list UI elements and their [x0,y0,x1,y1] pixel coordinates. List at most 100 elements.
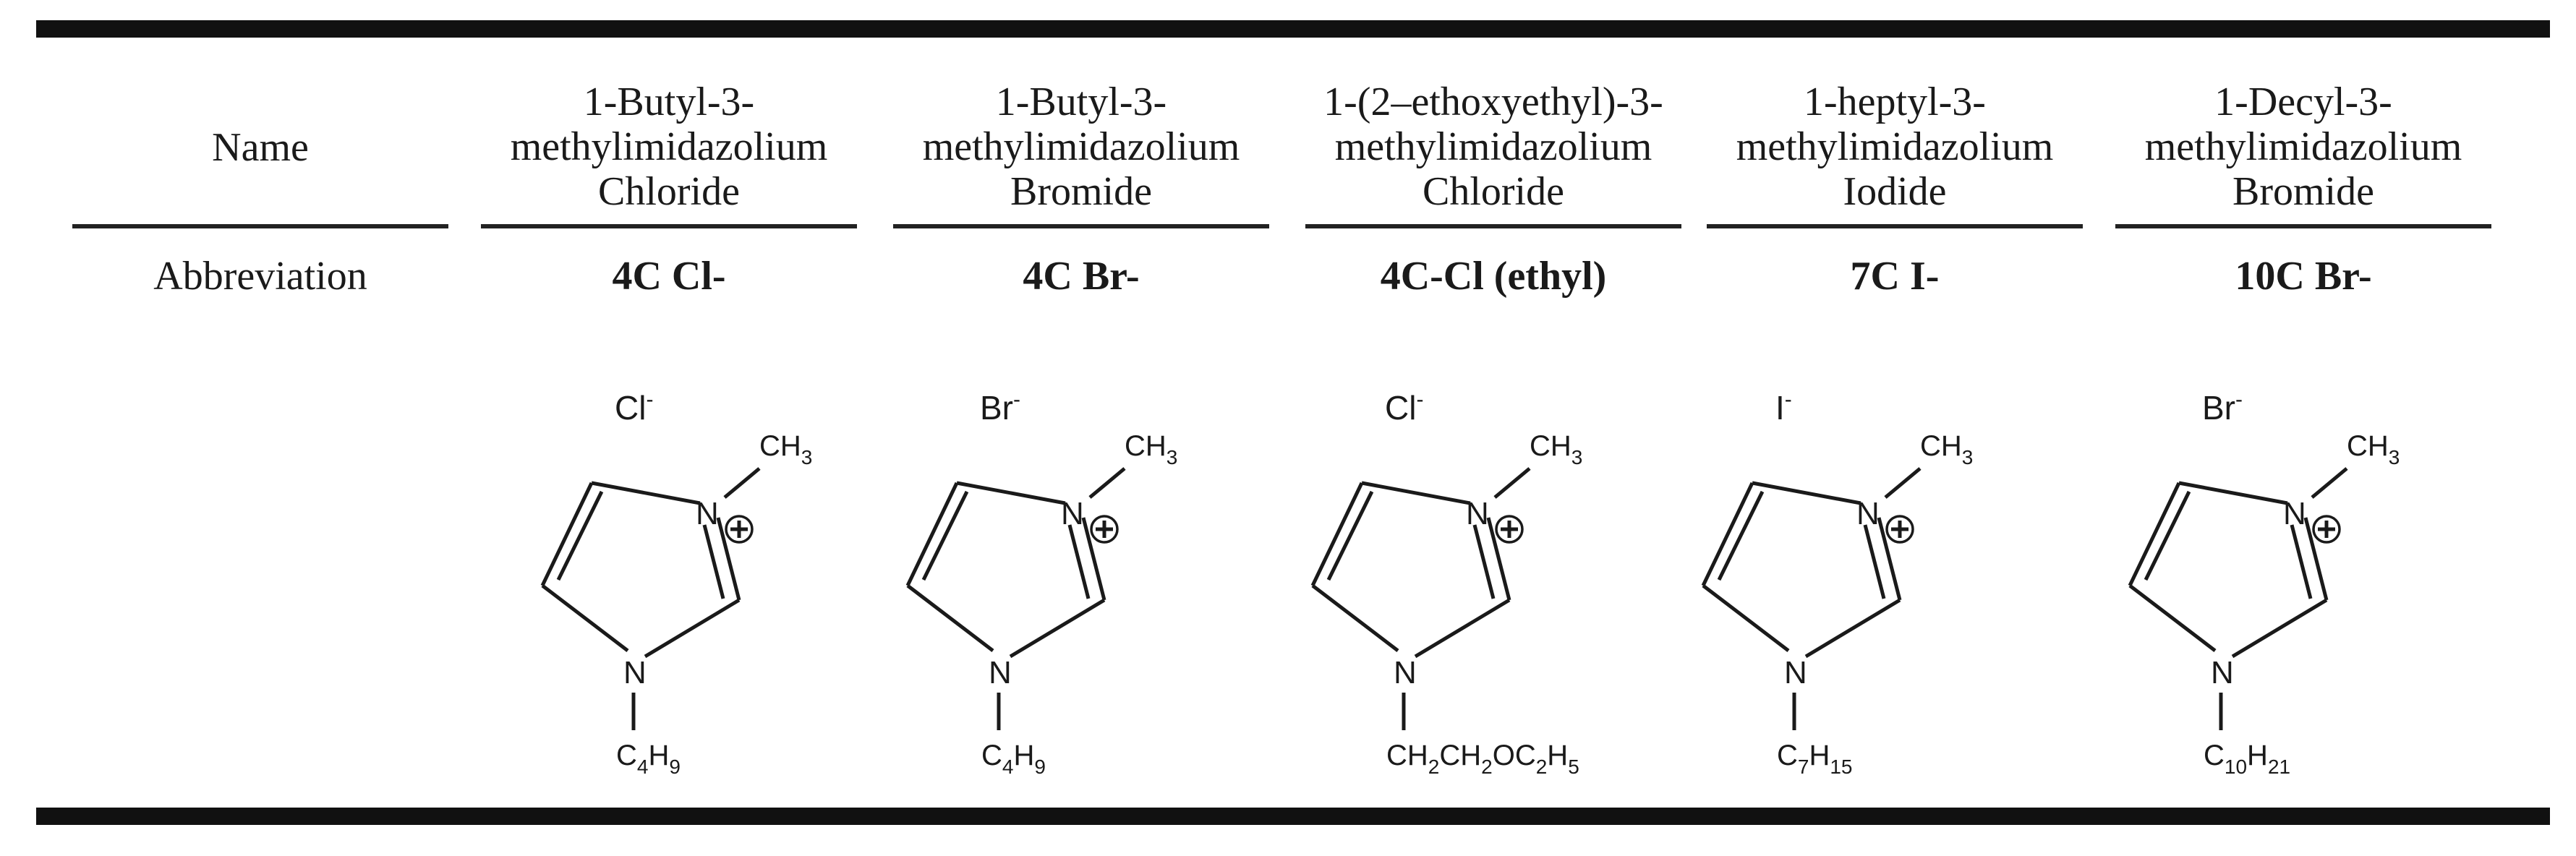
header-rule-col-5 [2115,224,2491,228]
bond-c4-c5-double [556,490,604,581]
bond-n3-methyl [723,467,761,499]
substituent-label: C10H21 [2204,740,2290,778]
bond-c4-c5-double [1717,490,1765,581]
header-rule-col-1 [481,224,857,228]
header-rule-col-2 [893,224,1269,228]
table-bottom-rule [36,808,2550,825]
positive-charge-icon [1090,515,1119,544]
name-line: methylimidazolium [1334,124,1652,169]
nitrogen-3-label: N [1466,496,1489,531]
bond-c4-c5-double [921,490,969,581]
bond-n3-c2 [2303,517,2329,601]
bond-n1-c4 [2128,584,2217,652]
substituent-label: C4H9 [981,740,1046,778]
nitrogen-1-label: N [1784,655,1807,690]
bond-n3-c2-double [1863,524,1886,599]
bond-n3-c2-double [1472,524,1496,599]
compound-name-4: 1-heptyl-3- methylimidazolium Iodide [1692,72,2097,221]
name-line: Chloride [598,168,740,214]
bond-n3-methyl [2311,467,2348,499]
bond-n3-c2 [1877,517,1902,601]
bond-n3-methyl [1493,467,1531,499]
anion-label: Br- [980,388,1020,427]
bond-c2-n1 [1009,598,1106,659]
bond-c4-c5 [905,482,959,587]
bond-c2-n1 [2231,598,2328,659]
positive-charge-icon [1885,515,1914,544]
bond-c5-n3 [956,481,1066,505]
abbreviation-2: 4C Br- [1023,254,1140,299]
header-rule-col-3 [1305,224,1681,228]
name-line: 1-Butyl-3- [995,79,1167,124]
name-line: methylimidazolium [2144,124,2462,169]
bond-n3-methyl [1088,467,1126,499]
bond-n3-c2 [716,517,741,601]
abbreviation-4: 7C I- [1850,254,1940,299]
header-rule-col-4 [1707,224,2083,228]
nitrogen-1-label: N [1394,655,1417,690]
compound-name-5: 1-Decyl-3- methylimidazolium Bromide [2101,72,2506,221]
name-line: 1-heptyl-3- [1804,79,1986,124]
name-line: Bromide [2232,168,2374,214]
bond-c4-c5 [1310,482,1364,587]
nitrogen-3-label: N [1856,496,1880,531]
substituent-label: CH2CH2OC2H5 [1386,740,1579,778]
name-line: Bromide [1010,168,1152,214]
bond-c5-n3 [591,481,701,505]
name-line: methylimidazolium [510,124,828,169]
bond-n3-c2-double [1067,524,1091,599]
anion-label: Br- [2202,388,2243,427]
anion-label: I- [1775,388,1792,427]
methyl-label: CH3 [1920,430,1973,468]
name-line: methylimidazolium [922,124,1240,169]
compound-name-3: 1-(2–ethoxyethyl)-3- methylimidazolium C… [1284,72,1703,221]
bond-n1-c4 [906,584,994,652]
compound-name-1: 1-Butyl-3- methylimidazolium Chloride [466,72,871,221]
bond-n1-c4 [1311,584,1399,652]
name-line: 1-Butyl-3- [583,79,755,124]
nitrogen-3-label: N [696,496,719,531]
table-top-rule [36,20,2550,38]
bond-n3-c2-double [702,524,725,599]
methyl-label: CH3 [1125,430,1177,468]
bond-c2-n1 [1414,598,1511,659]
abbreviation-5: 10C Br- [2235,254,2372,299]
positive-charge-icon [1495,515,1524,544]
name-line: 1-(2–ethoxyethyl)-3- [1323,79,1663,124]
bond-c5-n3 [2178,481,2288,505]
bond-n1-c4 [1702,584,1790,652]
bond-c5-n3 [1752,481,1861,505]
positive-charge-icon [2312,515,2341,544]
substituent-label: C7H15 [1777,740,1853,778]
name-line: 1-Decyl-3- [2214,79,2392,124]
bond-c2-n1 [644,598,741,659]
nitrogen-1-label: N [2211,655,2234,690]
anion-label: Cl- [615,388,653,427]
name-line: Chloride [1423,168,1564,214]
bond-c4-c5 [540,482,594,587]
name-line: Iodide [1843,168,1947,214]
nitrogen-3-label: N [2283,496,2306,531]
row-label-name: Name [212,125,309,170]
nitrogen-1-label: N [989,655,1012,690]
abbreviation-3: 4C-Cl (ethyl) [1380,254,1607,299]
bond-c4-c5 [2128,482,2181,587]
nitrogen-1-label: N [623,655,647,690]
anion-label: Cl- [1385,388,1423,427]
bond-c5-n3 [1361,481,1471,505]
bond-c4-c5-double [2144,490,2191,581]
positive-charge-icon [725,515,754,544]
header-rule-label [72,224,448,228]
methyl-label: CH3 [2347,430,2400,468]
abbreviation-1: 4C Cl- [612,254,726,299]
methyl-label: CH3 [759,430,812,468]
